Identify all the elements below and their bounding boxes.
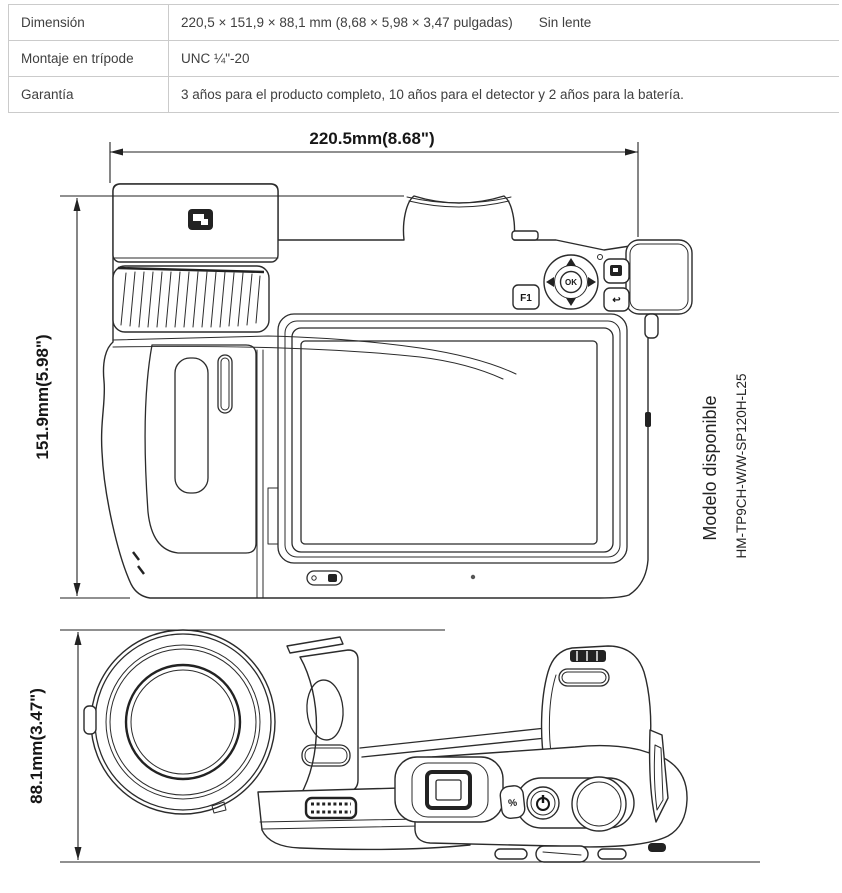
eyepiece-slot — [558, 668, 610, 687]
back-view-dimensions: 220.5mm(8.68") 151.9mm(5.98") — [33, 129, 639, 599]
f1-button-label: F1 — [520, 293, 532, 304]
ok-button — [559, 270, 583, 294]
illuminator-window — [301, 744, 351, 767]
back-button: ↩ — [603, 287, 630, 312]
lens-side-tab — [83, 705, 97, 735]
dpad-right-icon — [588, 277, 596, 287]
zoom-button: % — [499, 785, 526, 819]
speaker-vent — [304, 796, 358, 820]
lock-slider — [306, 570, 343, 586]
viewfinder-hump — [540, 645, 652, 769]
model-number-label: HM-TP9CH-W/W-SP120H-L25 — [734, 373, 749, 558]
battery-door — [144, 344, 257, 554]
control-cluster: F1 OK — [512, 254, 630, 312]
battery-release-icon — [188, 209, 213, 230]
side-strap-slot — [648, 729, 669, 823]
strap-lug — [644, 313, 659, 339]
dimension-value: 220,5 × 151,9 × 88,1 mm (8,68 × 5,98 × 3… — [181, 15, 513, 30]
lcd-screen — [267, 313, 628, 564]
interface-cover-flap — [625, 239, 693, 339]
model-info: Modelo disponible HM-TP9CH-W/W-SP120H-L2… — [700, 373, 749, 558]
back-arrow-icon: ↩ — [612, 295, 621, 306]
table-row: Garantía 3 años para el producto complet… — [9, 77, 839, 113]
lens-assembly — [83, 629, 276, 815]
depth-dimension-label: 88.1mm(3.47") — [27, 688, 46, 804]
width-dimension-label: 220.5mm(8.68") — [309, 129, 434, 148]
table-row: Montaje en trípode UNC ¼"-20 — [9, 41, 839, 77]
spec-label-warranty: Garantía — [9, 77, 169, 112]
dpad-left-icon — [546, 277, 554, 287]
power-icon — [536, 795, 550, 811]
screen-surface — [300, 340, 598, 545]
eyecup — [406, 196, 512, 204]
lens-front-element — [130, 669, 236, 775]
spec-label-dimension: Dimensión — [9, 5, 169, 40]
spec-value-dimension: 220,5 × 151,9 × 88,1 mm (8,68 × 5,98 × 3… — [169, 5, 839, 40]
bottom-connector-tabs — [494, 843, 666, 863]
grip-top-block: % — [394, 744, 688, 848]
model-availability-label: Modelo disponible — [700, 395, 720, 540]
table-row: Dimensión 220,5 × 151,9 × 88,1 mm (8,68 … — [9, 5, 839, 41]
dimension-note: Sin lente — [538, 15, 592, 30]
mic-hole — [470, 574, 476, 580]
focus-wheel — [112, 265, 270, 333]
grip-latch — [217, 354, 233, 414]
trigger-dial — [571, 776, 627, 832]
top-view-drawing: % — [83, 629, 688, 863]
gallery-button — [603, 258, 630, 284]
side-door-panel — [299, 649, 359, 797]
back-view-drawing: F1 OK — [100, 183, 693, 599]
dpad-ok-dial: OK — [543, 254, 599, 310]
f1-button — [512, 284, 540, 310]
spec-value-warranty: 3 años para el producto completo, 10 año… — [169, 77, 839, 112]
height-dimension-label: 151.9mm(5.98") — [33, 334, 52, 459]
spec-label-tripod: Montaje en trípode — [9, 41, 169, 76]
spec-value-tripod: UNC ¼"-20 — [169, 41, 839, 76]
ok-button-label: OK — [565, 278, 577, 287]
laser-window — [306, 679, 344, 741]
spec-table: Dimensión 220,5 × 151,9 × 88,1 mm (8,68 … — [8, 4, 839, 113]
status-led — [597, 254, 603, 260]
tripod-value: UNC ¼"-20 — [181, 51, 250, 66]
power-button — [526, 786, 560, 820]
grip-slot — [174, 357, 209, 494]
dpad-down-icon — [566, 298, 576, 306]
warranty-value: 3 años para el producto completo, 10 año… — [181, 87, 684, 102]
zoom-button-label: % — [508, 798, 518, 810]
viewfinder-eyepiece — [394, 756, 504, 823]
top-view-dimensions: 88.1mm(3.47") — [27, 629, 760, 863]
hotshoe-contact — [570, 650, 606, 662]
dpad-up-icon — [566, 258, 576, 266]
